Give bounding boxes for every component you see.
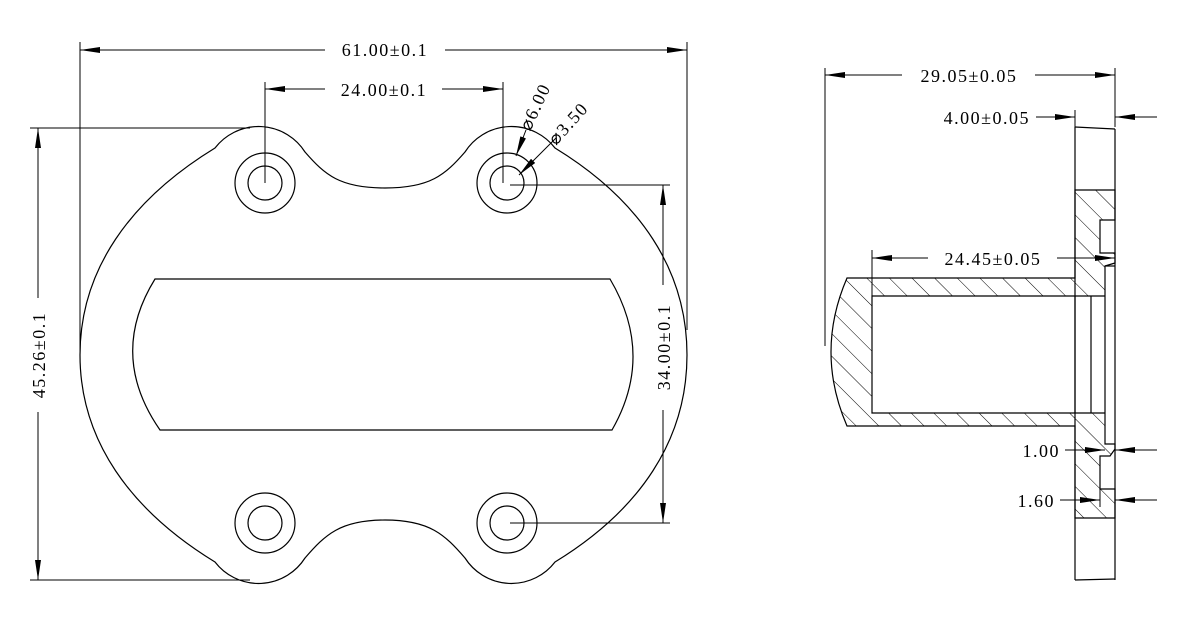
center-slot bbox=[132, 278, 634, 431]
mounting-hole-bottom-left bbox=[234, 492, 296, 554]
section-view: 29.05±0.05 4.00±0.05 24.45±0.05 1.00 1. bbox=[824, 66, 1157, 581]
dimension-bore-depth: 24.45±0.05 bbox=[871, 249, 1115, 296]
dim-label: 24.45±0.05 bbox=[945, 249, 1042, 269]
mounting-hole-top-right bbox=[476, 152, 538, 214]
dimension-overall-width: 61.00±0.1 bbox=[79, 40, 688, 355]
dim-label: 1.60 bbox=[1018, 491, 1056, 511]
dim-label: 45.26±0.1 bbox=[29, 312, 49, 398]
dim-label: 34.00±0.1 bbox=[654, 304, 674, 390]
dimension-hole-spacing-y: 34.00±0.1 bbox=[510, 184, 674, 524]
dimension-overall-length: 29.05±0.05 bbox=[824, 66, 1116, 346]
dim-label: 24.00±0.1 bbox=[341, 80, 427, 100]
dim-label: 29.05±0.05 bbox=[921, 66, 1018, 86]
plate-outline bbox=[79, 125, 688, 585]
dim-label: 4.00±0.05 bbox=[944, 108, 1030, 128]
hatched-section bbox=[830, 189, 1116, 519]
dimension-step-1: 1.00 bbox=[1023, 441, 1157, 461]
dimension-overall-height: 45.26±0.1 bbox=[29, 127, 250, 581]
dimension-step-2: 1.60 bbox=[1018, 489, 1157, 511]
dim-label: 1.00 bbox=[1023, 441, 1061, 461]
dimension-flange-thickness: 4.00±0.05 bbox=[944, 108, 1157, 128]
bore-steps bbox=[1074, 296, 1092, 413]
front-view: 61.00±0.1 24.00±0.1 45.26±0.1 34.00±0.1 bbox=[29, 40, 688, 585]
dimension-hole-spacing-x: 24.00±0.1 bbox=[264, 80, 504, 183]
dim-label: ⌀6.00 bbox=[515, 80, 554, 134]
dim-label: 61.00±0.1 bbox=[342, 40, 428, 60]
dim-label: ⌀3.50 bbox=[544, 98, 592, 148]
